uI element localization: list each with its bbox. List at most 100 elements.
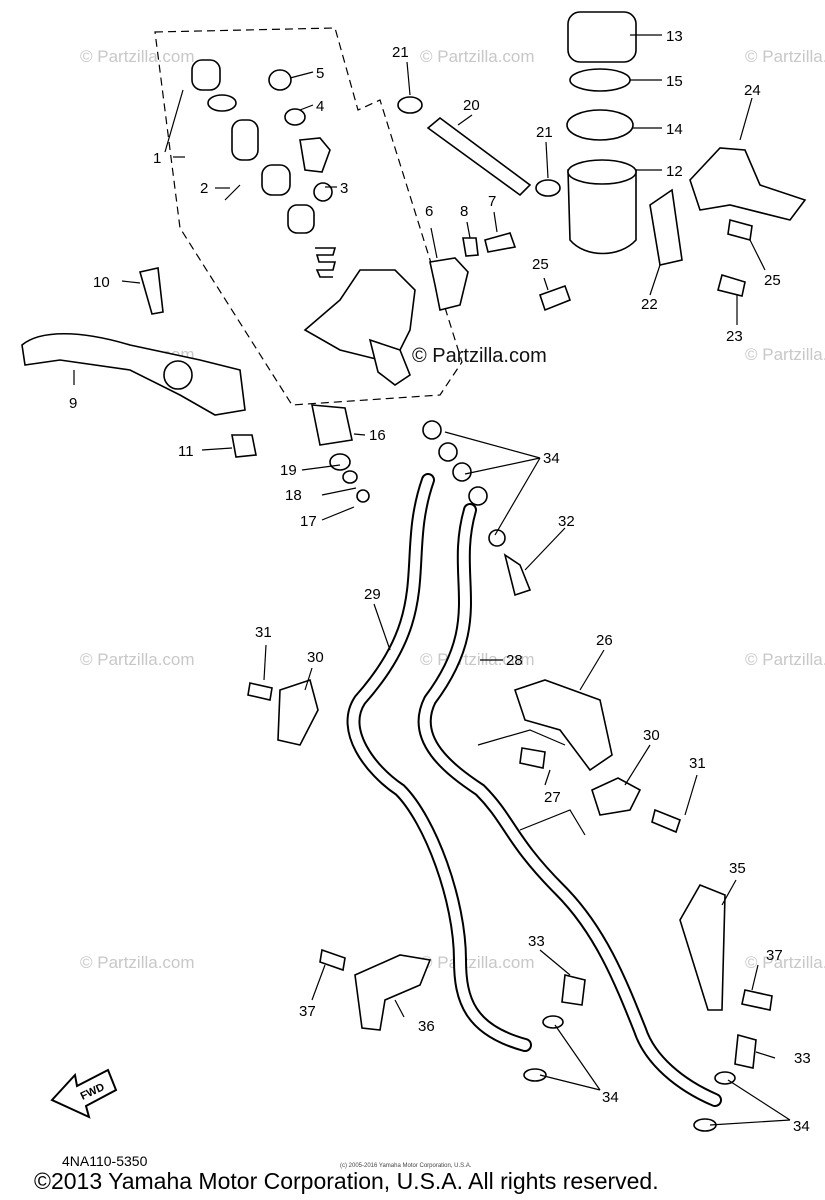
callout-7: 7 [488, 193, 496, 210]
part-bolt-7 [484, 232, 517, 253]
callout-25b: 25 [764, 272, 781, 289]
callout-33a: 33 [528, 933, 545, 950]
callout-31b: 31 [689, 755, 706, 772]
part-hose-20 [426, 116, 532, 197]
callout-33b: 33 [794, 1050, 811, 1067]
callout-9: 9 [69, 395, 77, 412]
callout-34a: 34 [543, 450, 560, 467]
watermark: © Partzilla.com [420, 953, 535, 972]
part-banjo-34e [488, 529, 506, 547]
part-bolt-25a [538, 284, 572, 312]
part-reservoir-12 [567, 169, 637, 255]
part-bolt-25b [727, 218, 753, 242]
part-bolt-33a [561, 974, 586, 1006]
part-piston [231, 119, 259, 161]
part-19 [329, 453, 351, 471]
callout-22: 22 [641, 296, 658, 313]
callout-21a: 21 [392, 44, 409, 61]
callout-21b: 21 [536, 124, 553, 141]
callout-20: 20 [463, 97, 480, 114]
master-cylinder-kit [164, 59, 337, 278]
part-plate-14 [566, 109, 634, 141]
part-bracket-26 [513, 679, 613, 772]
part-bolt-31a [247, 682, 273, 701]
watermark: © Partzilla.com [745, 650, 825, 669]
part-bolt-37b [319, 948, 346, 972]
tiny-copyright: (c) 2005-2016 Yamaha Motor Corporation, … [340, 1163, 472, 1169]
callout-14: 14 [666, 121, 683, 138]
watermark: © Partzilla.com [80, 953, 195, 972]
part-bolt-10 [138, 267, 164, 315]
part-18 [342, 470, 358, 484]
callout-27: 27 [544, 789, 561, 806]
callout-34c: 34 [793, 1118, 810, 1135]
callout-10: 10 [93, 274, 110, 291]
brake-hoses [346, 420, 757, 1132]
callout-19: 19 [280, 462, 297, 479]
part-boot [268, 69, 292, 91]
callout-17: 17 [300, 513, 317, 530]
callout-32: 32 [558, 513, 575, 530]
watermark: © Partzilla.com [745, 345, 825, 364]
leader-lines [73, 34, 791, 1126]
part-spring [315, 247, 337, 278]
callout-15: 15 [666, 73, 683, 90]
part-spring-seat [287, 204, 315, 234]
part-banjo-34d [468, 486, 488, 506]
watermark: © Partzilla.com [80, 650, 195, 669]
part-clamp-30b [591, 777, 642, 816]
callout-3: 3 [340, 180, 348, 197]
callout-36: 36 [418, 1018, 435, 1035]
part-union [299, 137, 331, 173]
copyright-notice: ©2013 Yamaha Motor Corporation, U.S.A. A… [34, 1168, 659, 1194]
part-lever-pivot [163, 360, 193, 390]
callout-4: 4 [316, 98, 324, 115]
callout-23: 23 [726, 328, 743, 345]
bracket-2 [164, 89, 241, 201]
part-bracket-22 [649, 188, 683, 266]
watermark-main: © Partzilla.com [412, 345, 547, 367]
part-17 [356, 489, 370, 503]
part-clip-21a [397, 96, 423, 114]
watermark: © Partzilla.com [745, 953, 825, 972]
part-cup-2 [261, 164, 291, 196]
part-ring [284, 108, 306, 126]
callout-26: 26 [596, 632, 613, 649]
callout-35: 35 [729, 860, 746, 877]
callout-30a: 30 [307, 649, 324, 666]
part-bolt-23 [717, 273, 746, 297]
part-piston-cup [191, 59, 221, 91]
diagram-code: 4NA110-5350 [62, 1153, 148, 1169]
part-diaphragm-15 [569, 68, 631, 92]
callout-29: 29 [364, 586, 381, 603]
part-banjo-34c [452, 462, 472, 482]
fwd-arrow: FWD [50, 1068, 118, 1119]
reservoir [397, 11, 807, 312]
part-o-ring [313, 182, 333, 202]
part-holder-6 [429, 257, 469, 311]
callout-11: 11 [178, 443, 194, 460]
part-cap-13 [567, 11, 637, 63]
part-bolt-37a [741, 989, 773, 1011]
part-banjo-34a [422, 420, 442, 440]
callout-6: 6 [425, 203, 433, 220]
callout-24: 24 [744, 82, 761, 99]
hose-brackets [247, 678, 773, 1031]
callout-8: 8 [460, 203, 468, 220]
callout-1: 1 [153, 150, 161, 167]
master-cylinder-body [303, 232, 517, 386]
watermark: © Partzilla.com [80, 47, 195, 66]
callout-2: 2 [200, 180, 208, 197]
part-washer-8 [462, 237, 479, 257]
part-banjo-34b [438, 442, 458, 462]
callout-31a: 31 [255, 624, 272, 641]
callout-layer: 1 2 3 4 5 6 7 8 9 10 11 12 13 14 15 16 1… [69, 28, 811, 1135]
callout-30b: 30 [643, 727, 660, 744]
brake-switch [311, 404, 370, 503]
callout-18: 18 [285, 487, 302, 504]
part-nut-11 [231, 434, 257, 458]
callout-37b: 37 [766, 947, 783, 964]
callout-16: 16 [369, 427, 386, 444]
watermark: © Partzilla.com [745, 47, 825, 66]
